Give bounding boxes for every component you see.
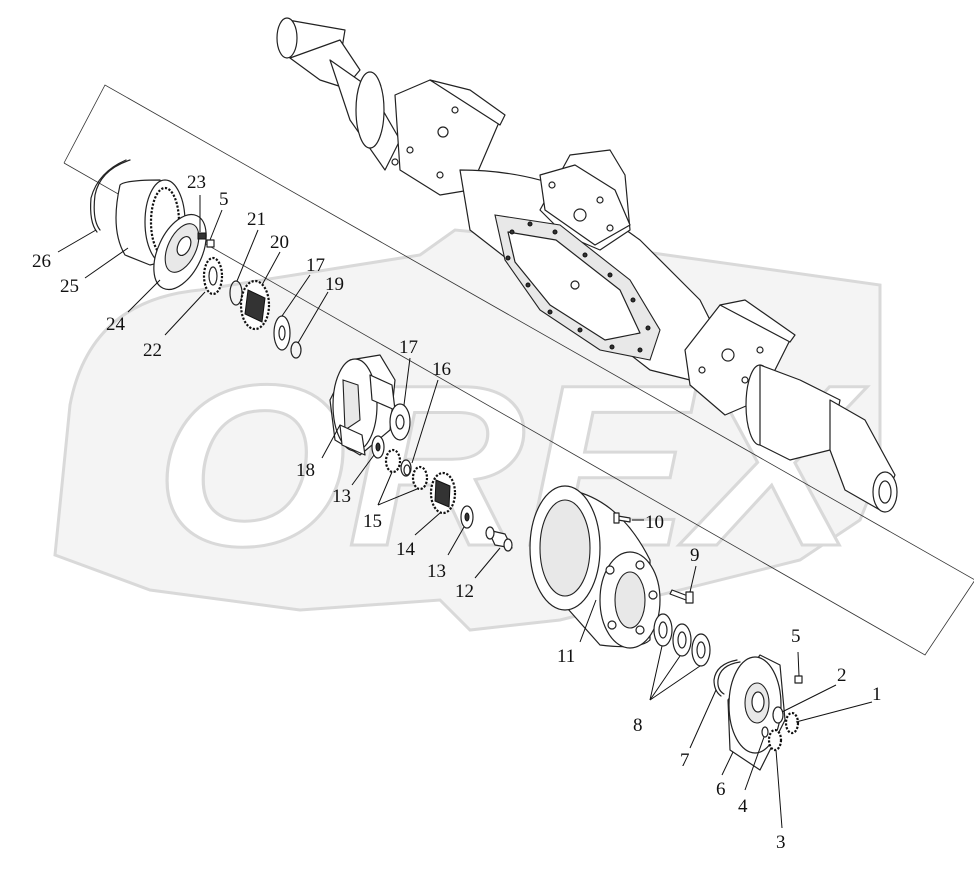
part-5-nut-lower [794, 675, 803, 684]
part-24-carrier-plate [153, 213, 207, 291]
part-23-bolt [197, 232, 207, 240]
label-10: 10 [645, 512, 664, 533]
part-labels: 26 25 24 23 5 22 21 20 17 19 17 16 18 13… [32, 172, 882, 853]
label-13-lower: 13 [427, 561, 446, 582]
part-20-sun-gear [239, 279, 271, 331]
label-6: 6 [716, 779, 726, 800]
label-4: 4 [738, 796, 748, 817]
label-11: 11 [557, 646, 575, 667]
part-5-nut-upper [206, 239, 215, 248]
part-10-bolt [613, 512, 631, 524]
label-26: 26 [32, 251, 51, 272]
label-24: 24 [106, 314, 126, 335]
label-25: 25 [60, 276, 79, 297]
label-17-right: 17 [399, 337, 418, 358]
part-11-wheel-hub [529, 485, 661, 649]
label-20: 20 [270, 232, 289, 253]
label-15: 15 [363, 511, 382, 532]
label-19: 19 [325, 274, 344, 295]
label-12: 12 [455, 581, 474, 602]
label-13-upper: 13 [332, 486, 351, 507]
watermark-text: OREX [155, 337, 867, 594]
part-21-washer [229, 280, 243, 306]
label-14: 14 [396, 539, 416, 560]
part-13-washer-upper [371, 435, 385, 459]
part-9-bolt [669, 589, 694, 604]
part-16-spacer [400, 459, 412, 477]
part-13-washer-lower [460, 505, 474, 529]
part-15-needle-bearings [384, 448, 429, 491]
part-4-washer [761, 726, 769, 738]
label-22: 22 [143, 340, 162, 361]
label-2: 2 [837, 665, 847, 686]
part-26-snap-ring [90, 159, 131, 233]
label-7: 7 [680, 750, 690, 771]
label-5-lower: 5 [791, 626, 801, 647]
part-8-shims [653, 613, 711, 667]
label-21: 21 [247, 209, 266, 230]
label-1: 1 [872, 684, 882, 705]
label-18: 18 [296, 460, 315, 481]
label-3: 3 [776, 832, 786, 853]
part-18-planet-carrier [329, 354, 396, 456]
part-22-bearing [202, 256, 224, 296]
part-17-thrust-washer-left [273, 315, 291, 351]
label-5-upper: 5 [219, 189, 229, 210]
part-7-retaining-ring [713, 659, 741, 697]
label-8: 8 [633, 715, 643, 736]
leader-lines [57, 195, 873, 829]
label-17-left: 17 [306, 255, 325, 276]
assembly-frame [63, 84, 974, 656]
part-17-thrust-washer-right [389, 403, 411, 441]
part-19-circlip [290, 341, 302, 359]
axle-housing [276, 17, 898, 513]
label-23: 23 [187, 172, 206, 193]
part-2-o-ring [772, 706, 784, 724]
part-14-planet-gear [429, 471, 457, 515]
part-1-plug [784, 711, 800, 735]
label-9: 9 [690, 545, 700, 566]
label-16: 16 [432, 359, 451, 380]
part-3-plug [767, 728, 783, 752]
part-12-planet-pin [485, 526, 513, 552]
